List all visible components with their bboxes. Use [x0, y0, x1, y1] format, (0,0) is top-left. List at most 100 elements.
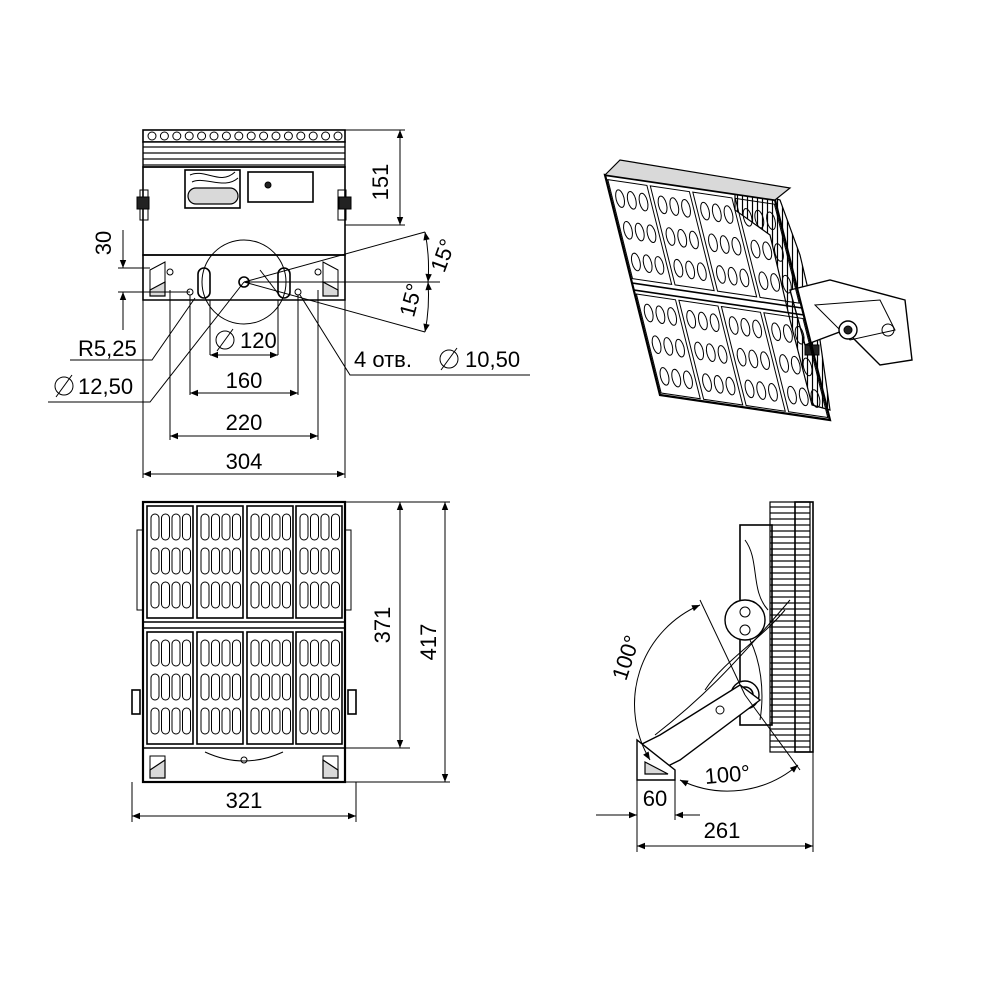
iso-led-lens	[736, 347, 747, 367]
iso-led-lens	[731, 236, 742, 256]
led-lens	[299, 639, 309, 667]
led-lens	[211, 581, 220, 609]
led-lens	[150, 673, 160, 701]
iso-led-lens	[671, 368, 682, 388]
led-lens	[310, 707, 319, 735]
iso-led-lens	[754, 209, 765, 229]
iso-led-lens	[750, 239, 761, 259]
lens-bead	[308, 131, 318, 141]
led-lens	[320, 581, 330, 609]
led-lens	[171, 673, 181, 701]
iso-led-lens	[694, 341, 705, 361]
led-lens	[310, 513, 319, 541]
led-lens	[182, 639, 191, 667]
led-lens	[261, 547, 270, 575]
iso-led-lens	[740, 317, 751, 337]
iso-led-lens	[697, 311, 708, 331]
led-lens	[250, 639, 260, 667]
lens-bead	[246, 131, 256, 141]
lens-bead	[184, 131, 194, 141]
lens-bead	[209, 131, 219, 141]
lens-bead	[234, 131, 244, 141]
lens-bead	[221, 131, 231, 141]
led-lens	[331, 547, 340, 575]
led-module	[246, 505, 294, 619]
iso-led-module	[649, 185, 715, 292]
led-lens	[320, 673, 330, 701]
dim-tilt-upper: 100°	[607, 632, 645, 683]
iso-led-lens	[673, 258, 684, 278]
led-lens	[310, 581, 319, 609]
led-lens	[171, 639, 181, 667]
led-lens	[171, 707, 181, 735]
iso-led-module	[763, 312, 829, 419]
led-lens	[200, 639, 210, 667]
led-lens	[310, 673, 319, 701]
iso-led-lens	[781, 274, 792, 294]
lens-bead	[321, 131, 331, 141]
iso-led-module	[734, 197, 800, 304]
led-lens	[211, 547, 220, 575]
led-module	[196, 631, 244, 745]
iso-led-lens	[667, 307, 678, 326]
led-lens	[250, 707, 260, 735]
iso-led-module	[720, 305, 786, 412]
led-lens	[261, 707, 270, 735]
iso-led-lens	[713, 375, 724, 394]
led-lens	[182, 513, 191, 541]
lens-bead	[197, 131, 207, 141]
led-module	[246, 631, 294, 745]
led-module	[146, 505, 194, 619]
lens-bead	[147, 131, 157, 141]
iso-led-lens	[630, 252, 641, 272]
iso-led-lens	[657, 195, 668, 215]
led-lens	[282, 707, 291, 735]
led-lens	[299, 707, 309, 735]
led-lens	[282, 639, 291, 667]
dim-holes-note: 4 отв. 10,50	[354, 347, 520, 372]
led-lens	[150, 581, 160, 609]
iso-led-lens	[717, 345, 728, 364]
led-lens	[182, 707, 191, 735]
led-lens	[150, 639, 160, 667]
iso-led-lens	[739, 268, 750, 288]
iso-led-lens	[802, 357, 813, 377]
led-lens	[171, 581, 181, 609]
iso-led-lens	[798, 387, 809, 407]
led-lens	[171, 547, 181, 575]
iso-led-lens	[728, 316, 739, 335]
led-lens	[232, 639, 241, 667]
iso-led-lens	[711, 203, 722, 223]
led-lens	[221, 547, 231, 575]
led-lens	[299, 673, 309, 701]
led-lens	[250, 581, 260, 609]
led-lens	[221, 707, 231, 735]
led-lens	[161, 639, 170, 667]
dim-angle-upper: 15°	[426, 236, 461, 276]
led-lens	[320, 707, 330, 735]
iso-led-lens	[685, 260, 696, 280]
led-lens	[182, 581, 191, 609]
iso-led-lens	[655, 305, 666, 325]
led-lens	[200, 513, 210, 541]
led-lens	[271, 547, 281, 575]
dim-30: 30	[91, 231, 116, 255]
led-lens	[331, 581, 340, 609]
iso-led-lens	[719, 235, 730, 254]
side-view: 100° 100° 60 261	[596, 501, 814, 852]
iso-led-lens	[683, 370, 693, 390]
led-lens	[320, 513, 330, 541]
led-lens	[200, 581, 210, 609]
dim-hole-diameter: 12,50	[54, 374, 133, 399]
led-module	[146, 631, 194, 745]
led-lens	[182, 673, 191, 701]
lens-bead	[296, 131, 306, 141]
led-lens	[282, 513, 291, 541]
led-lens	[182, 547, 191, 575]
iso-led-lens	[626, 191, 637, 210]
iso-led-lens	[654, 256, 665, 275]
led-lens	[282, 673, 291, 701]
led-lens	[232, 513, 241, 541]
iso-led-lens	[758, 271, 769, 291]
iso-led-lens	[723, 205, 734, 224]
